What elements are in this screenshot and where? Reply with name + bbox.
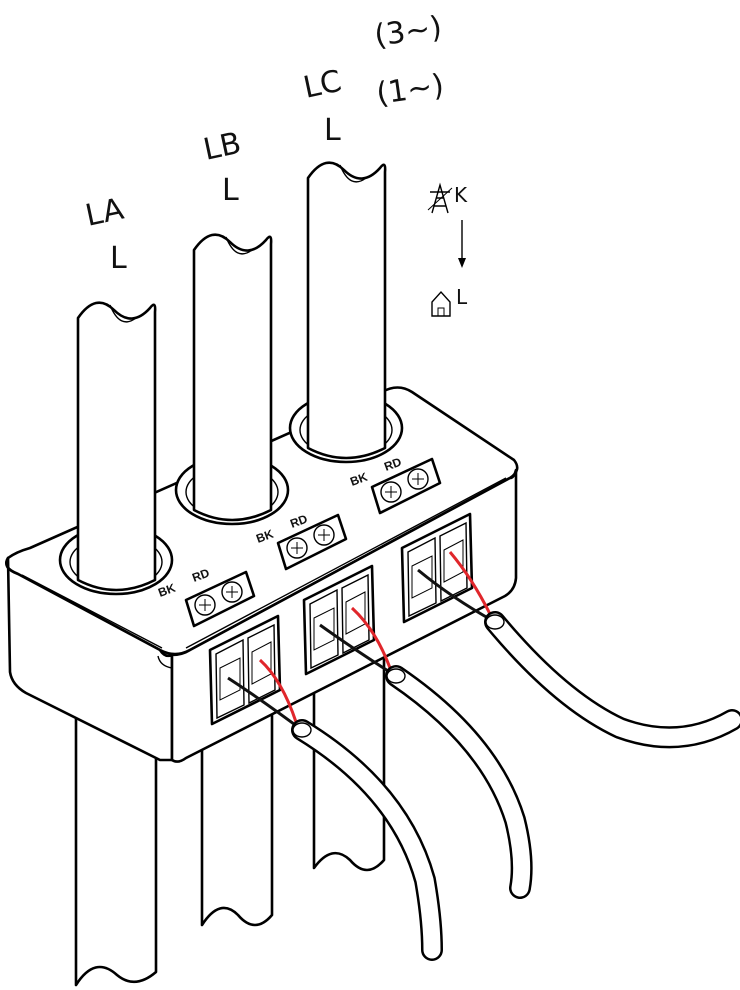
conductor-upper-b: [192, 233, 273, 522]
connector-c: [400, 512, 474, 624]
conductor-lower-b: [200, 698, 274, 927]
conductor-upper-a: [76, 301, 157, 592]
cable-c: [484, 611, 740, 749]
supply-three-phase: (3~): [372, 10, 444, 54]
label-bk-c: BK: [348, 470, 369, 489]
label-rd-a: RD: [190, 566, 211, 585]
terminal-block-c: [370, 457, 442, 515]
label-bk-b: BK: [254, 527, 275, 546]
label-bk-a: BK: [156, 581, 177, 600]
cable-b: [385, 665, 533, 899]
supply-single-phase: (1~): [374, 68, 446, 112]
phase-terminal-b: L: [222, 173, 239, 208]
terminal-block-b: [276, 513, 348, 571]
phase-label-a: LA: [82, 192, 127, 234]
label-rd-b: RD: [288, 512, 309, 531]
direction-to-label: L: [456, 285, 468, 309]
label-rd-c: RD: [382, 455, 403, 474]
phase-label-b: LB: [200, 126, 244, 168]
phase-terminal-a: L: [110, 241, 127, 276]
connector-a: [208, 614, 282, 726]
direction-from-label: K: [454, 183, 468, 207]
phase-label-c: LC: [300, 64, 344, 106]
direction-arrow-icon: [458, 220, 466, 268]
power-pylon-icon: [427, 182, 453, 214]
connector-b: [302, 564, 376, 676]
conductor-lower-a: [74, 698, 158, 987]
terminal-block-a: [184, 570, 256, 628]
phase-terminal-c: L: [324, 113, 341, 148]
conductor-upper-c: [306, 161, 387, 460]
cable-a: [291, 719, 443, 961]
house-icon: [431, 290, 451, 317]
